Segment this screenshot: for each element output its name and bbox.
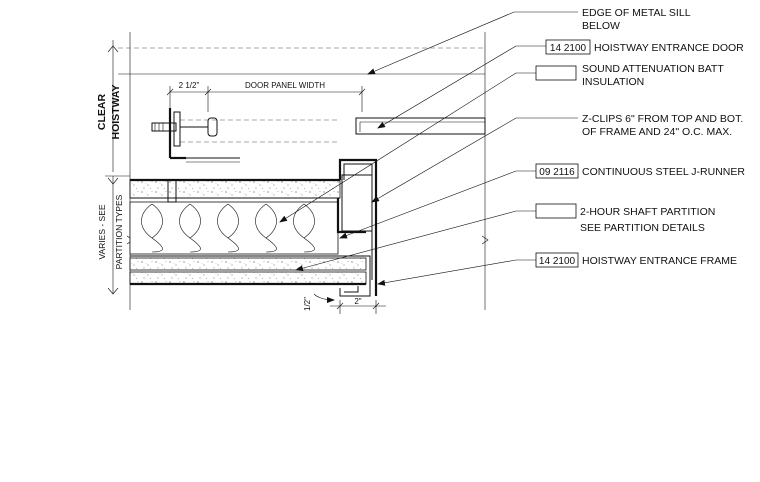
callout-tag-boxes — [535, 39, 591, 268]
bottom-dimension-string — [313, 293, 386, 314]
door-spec-tag-box — [545, 39, 591, 55]
clear-hoistway-label-line1: CLEAR — [96, 94, 108, 131]
frame-spec-tag-box — [535, 252, 579, 268]
batt-note-line2: INSULATION — [582, 76, 644, 88]
zclip-note-line1: Z-CLIPS 6" FROM TOP AND BOT. — [582, 113, 743, 125]
batt-spec-tag-box — [535, 65, 577, 81]
sill-edge-dashed-lines — [118, 47, 485, 143]
clear-hoistway-label-line2: HOISTWAY — [110, 84, 122, 139]
varies-label-line2: PARTITION TYPES — [114, 194, 124, 269]
door-spec-tag: 14 2100 — [550, 43, 587, 54]
j-runner-and-frame — [336, 158, 378, 297]
frame-spec-tag: 14 2100 — [539, 256, 576, 267]
frame-depth-dimension: 2" — [354, 297, 361, 306]
door-hanger-bracket — [151, 108, 240, 163]
shaft-note-line1: 2-HOUR SHAFT PARTITION — [580, 206, 715, 218]
sill-note-line1: EDGE OF METAL SILL — [582, 7, 691, 19]
shaft-partition-wall — [129, 178, 367, 286]
top-dimension-string — [166, 86, 366, 112]
sill-note-line2: BELOW — [582, 20, 620, 32]
gap-dimension: 1/2" — [303, 297, 312, 311]
shaft-spec-tag-box — [535, 203, 577, 219]
left-dimension-lines — [105, 40, 130, 295]
varies-label-line1: VARIES - SEE — [97, 204, 107, 259]
zclip-note-line2: OF FRAME AND 24" O.C. MAX. — [582, 126, 732, 138]
frame-note: HOISTWAY ENTRANCE FRAME — [582, 255, 737, 267]
door-panel-width-dimension: DOOR PANEL WIDTH — [245, 81, 325, 90]
door-panel — [355, 117, 486, 135]
shaft-note-line2: SEE PARTITION DETAILS — [580, 222, 705, 234]
leader-lines — [279, 11, 578, 286]
jrunner-spec-tag-box — [535, 163, 579, 179]
batt-note-line1: SOUND ATTENUATION BATT — [582, 63, 724, 75]
jrunner-spec-tag: 09 2116 — [539, 167, 575, 178]
panel-offset-dimension: 2 1/2" — [179, 81, 200, 90]
jrunner-note: CONTINUOUS STEEL J-RUNNER — [582, 166, 745, 178]
door-note: HOISTWAY ENTRANCE DOOR — [594, 42, 744, 54]
